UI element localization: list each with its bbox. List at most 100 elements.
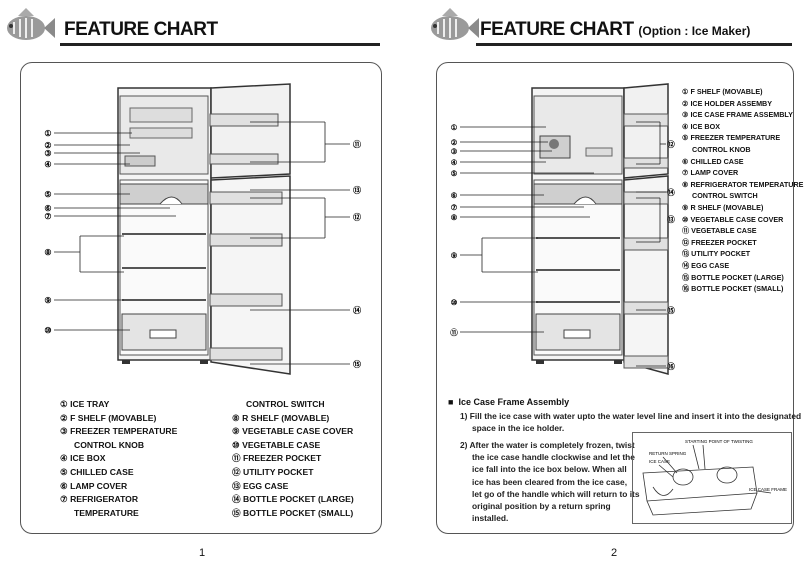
legend-item: ⑬ EGG CASE bbox=[232, 480, 289, 491]
section-title: Ice Case Frame Assembly bbox=[458, 397, 570, 407]
legend-item: ② F SHELF (MOVABLE) bbox=[60, 412, 157, 423]
inset-label-frame: ICE CASE FRAME bbox=[749, 487, 787, 492]
legend-item: ⑨ VEGETABLE CASE COVER bbox=[232, 426, 354, 437]
callout-12: ⑫ bbox=[353, 212, 361, 222]
page-2: FEATURE CHART (Option : Ice Maker) bbox=[404, 0, 808, 564]
page-1: FEATURE CHART bbox=[7, 8, 382, 559]
callout-2: ② bbox=[451, 138, 458, 147]
legend-item: ⑧ REFRIGERATOR TEMPERATURE bbox=[682, 179, 804, 189]
legend-item: ⑮ BOTTLE POCKET (SMALL) bbox=[232, 507, 354, 518]
callout-2: ② bbox=[44, 141, 51, 150]
step-2: 2) After the water is completely frozen,… bbox=[460, 439, 640, 524]
callout-14: ⑭ bbox=[667, 187, 675, 197]
step-2-line: let go of the handle which will return t… bbox=[472, 488, 640, 499]
refrigerator-diagram: ① ② ③ ④ ⑤ ⑥ ⑦ ⑧ ⑨ ⑩ ⑪ ⑬ ⑫ ⑭ ⑮ bbox=[44, 83, 361, 375]
legend-item: ⑯ BOTTLE POCKET (SMALL) bbox=[682, 284, 784, 294]
legend: ① F SHELF (MOVABLE) ② ICE HOLDER ASSEMBY… bbox=[682, 86, 803, 295]
legend-item: ⑤ FREEZER TEMPERATURE bbox=[682, 133, 781, 143]
inset-label-spring: RETURN SPRING bbox=[649, 451, 687, 456]
callout-4: ④ bbox=[451, 158, 458, 167]
legend-item: ⑥ CHILLED CASE bbox=[682, 156, 744, 166]
legend-item: ⑪ VEGETABLE CASE bbox=[682, 226, 757, 236]
callout-3: ③ bbox=[451, 147, 458, 156]
title-rule bbox=[60, 43, 380, 46]
legend-item: ⑨ R SHELF (MOVABLE) bbox=[682, 202, 764, 212]
legend-item: CONTROL SWITCH bbox=[692, 191, 758, 201]
section-heading: ■ Ice Case Frame Assembly bbox=[448, 397, 569, 407]
callout-7: ⑦ bbox=[451, 203, 458, 212]
legend-item: CONTROL SWITCH bbox=[246, 399, 325, 409]
callout-8: ⑧ bbox=[44, 248, 51, 257]
legend-item: ⑦ REFRIGERATOR bbox=[60, 494, 139, 505]
callout-15: ⑮ bbox=[353, 359, 361, 369]
callout-14: ⑭ bbox=[353, 305, 361, 315]
callout-1: ① bbox=[451, 123, 458, 132]
legend-item: ⑫ FREEZER POCKET bbox=[682, 237, 757, 247]
legend-item: ③ FREEZER TEMPERATURE bbox=[60, 426, 178, 437]
legend-item: ③ ICE CASE FRAME ASSEMBLY bbox=[682, 110, 793, 120]
page-title-text: FEATURE CHART bbox=[480, 19, 634, 40]
fish-logo-icon bbox=[431, 8, 479, 40]
page-subtitle: (Option : Ice Maker) bbox=[638, 24, 751, 38]
square-bullet-icon: ■ bbox=[448, 397, 454, 407]
step-2-line: 2) After the water is completely frozen,… bbox=[460, 440, 635, 450]
callout-9: ⑨ bbox=[44, 296, 51, 305]
callout-1: ① bbox=[44, 129, 51, 138]
legend-item: CONTROL KNOB bbox=[74, 439, 145, 450]
legend-item: ① ICE TRAY bbox=[60, 399, 110, 409]
legend-column-2: CONTROL SWITCH ⑧ R SHELF (MOVABLE) ⑨ VEG… bbox=[232, 398, 354, 520]
step-2-line: installed. bbox=[472, 513, 509, 524]
callout-7: ⑦ bbox=[44, 212, 51, 221]
callout-10: ⑩ bbox=[44, 326, 51, 335]
legend-item: TEMPERATURE bbox=[74, 507, 139, 518]
inset-label-case: ICE CASE bbox=[649, 459, 670, 464]
legend-item: ⑩ VEGETABLE CASE bbox=[232, 439, 321, 450]
callout-12: ⑫ bbox=[667, 139, 675, 149]
legend-item: ⑬ UTILITY POCKET bbox=[682, 249, 751, 259]
legend-item: ⑧ R SHELF (MOVABLE) bbox=[232, 412, 330, 423]
legend-item: ② ICE HOLDER ASSEMBY bbox=[682, 98, 773, 108]
legend-item: CONTROL KNOB bbox=[692, 144, 751, 154]
page-title: FEATURE CHART (Option : Ice Maker) bbox=[480, 19, 750, 41]
legend-item: ⑮ BOTTLE POCKET (LARGE) bbox=[682, 272, 784, 282]
title-rule bbox=[476, 43, 792, 46]
callout-5: ⑤ bbox=[451, 169, 458, 178]
step-2-line: original position by a return spring bbox=[472, 501, 611, 512]
legend-item: ⑭ BOTTLE POCKET (LARGE) bbox=[232, 494, 354, 505]
callout-11: ⑪ bbox=[450, 327, 458, 337]
step-1-line: space in the ice holder. bbox=[472, 423, 565, 434]
callout-10: ⑩ bbox=[451, 298, 458, 307]
callout-4: ④ bbox=[44, 160, 51, 169]
ice-case-illustration: STARTING POINT OF TWISTING RETURN SPRING… bbox=[632, 432, 792, 524]
legend-item: ④ ICE BOX bbox=[60, 453, 106, 464]
fish-logo-icon bbox=[7, 8, 55, 40]
step-2-line: ice has been cleared from the ice case, bbox=[472, 476, 628, 487]
callout-13: ⑬ bbox=[353, 185, 361, 195]
legend-item: ⑥ LAMP COVER bbox=[60, 480, 128, 491]
step-1-line: 1) Fill the ice case with water upto the… bbox=[460, 411, 802, 421]
step-2-line: ice fall into the ice box below. When al… bbox=[472, 464, 627, 475]
legend-item: ⑭ EGG CASE bbox=[682, 260, 730, 270]
callout-3: ③ bbox=[44, 149, 51, 158]
callout-6: ⑥ bbox=[44, 204, 51, 213]
legend-item: ① F SHELF (MOVABLE) bbox=[682, 87, 763, 96]
callout-11: ⑪ bbox=[353, 139, 361, 149]
callout-6: ⑥ bbox=[451, 191, 458, 200]
callout-8: ⑧ bbox=[451, 213, 458, 222]
step-2-line: the ice case handle clockwise and let th… bbox=[472, 452, 635, 463]
legend-item: ⑪ FREEZER POCKET bbox=[232, 453, 322, 464]
page-number: 1 bbox=[199, 547, 206, 559]
legend-item: ⑤ CHILLED CASE bbox=[60, 466, 134, 477]
callout-16: ⑯ bbox=[667, 361, 675, 371]
callout-15: ⑮ bbox=[667, 305, 675, 315]
refrigerator-diagram: ① ② ③ ④ ⑤ ⑥ ⑦ ⑧ ⑨ ⑩ ⑪ ⑫ ⑭ ⑬ ⑮ ⑯ bbox=[450, 83, 675, 375]
callout-9: ⑨ bbox=[451, 251, 458, 260]
inset-label-top: STARTING POINT OF TWISTING bbox=[685, 439, 753, 444]
page-title: FEATURE CHART bbox=[64, 19, 218, 40]
callout-13: ⑬ bbox=[667, 214, 675, 224]
page-number: 2 bbox=[611, 547, 618, 559]
legend-item: ④ ICE BOX bbox=[682, 121, 720, 131]
legend-item: ⑦ LAMP COVER bbox=[682, 168, 739, 178]
callout-5: ⑤ bbox=[44, 190, 51, 199]
legend-column-1: ① ICE TRAY ② F SHELF (MOVABLE) ③ FREEZER… bbox=[60, 398, 177, 520]
